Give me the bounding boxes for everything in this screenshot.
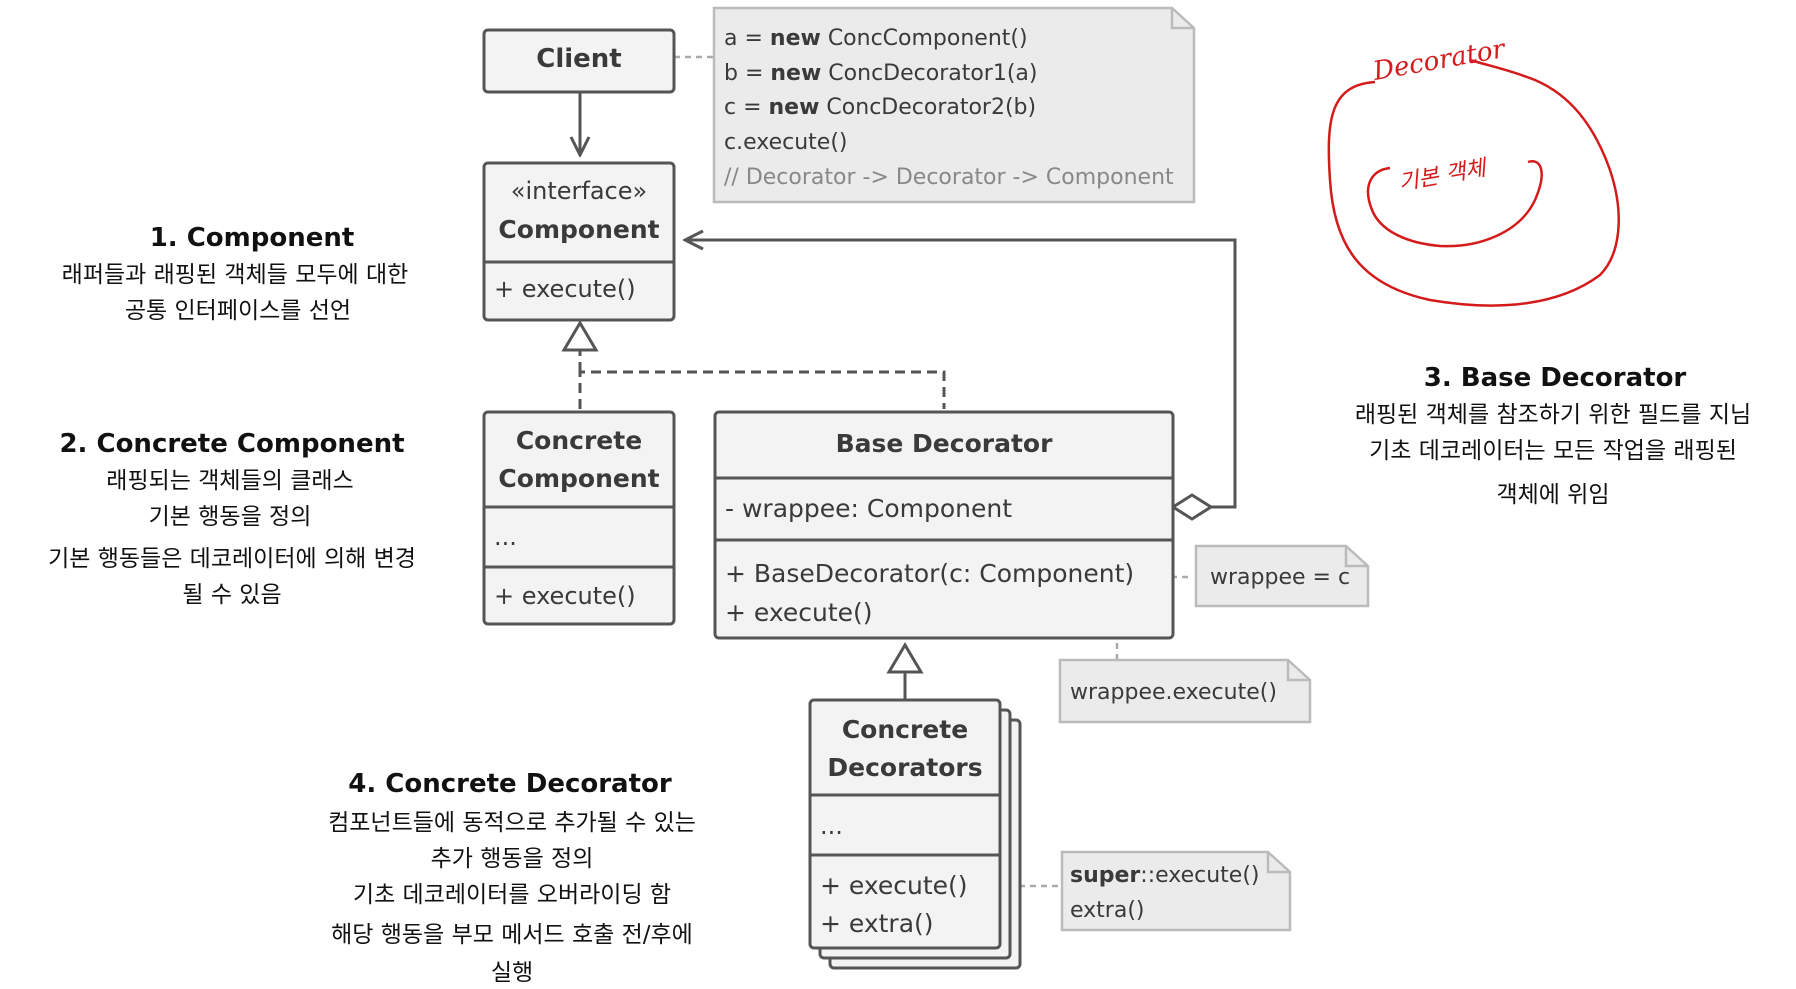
concrete-component-name-2: Component	[498, 464, 659, 493]
annotation-1-line-2: 공통 인터페이스를 선언	[125, 298, 351, 324]
code-line-3: c = new ConcDecorator2(b)	[724, 95, 1036, 120]
concrete-decorators-method-2: + extra()	[820, 909, 934, 938]
code-line-5: // Decorator -> Decorator -> Component	[724, 165, 1174, 190]
annotation-3-title: 3. Base Decorator	[1424, 363, 1687, 393]
component-class: «interface» Component + execute()	[482, 161, 676, 322]
client-class: Client	[482, 28, 676, 94]
handwritten-word-1: Decorator	[1370, 34, 1509, 87]
concrete-component-class: Concrete Component ... + execute()	[482, 410, 676, 626]
annotation-3-line-2: 기초 데코레이터는 모든 작업을 래핑된	[1369, 438, 1737, 464]
annotation-base-decorator: 3. Base Decorator 래핑된 객체를 참조하기 위한 필드를 지님…	[1355, 363, 1751, 508]
concrete-component-fields: ...	[494, 523, 517, 551]
code-line-1: a = new ConcComponent()	[724, 26, 1028, 51]
annotation-2-line-2: 기본 행동을 정의	[149, 504, 312, 530]
code-line-2: b = new ConcDecorator1(a)	[724, 61, 1038, 86]
base-decorator-class: Base Decorator - wrappee: Component + Ba…	[713, 410, 1175, 640]
base-decorator-field: - wrappee: Component	[725, 494, 1012, 523]
concrete-decorators-method-1: + execute()	[820, 871, 968, 900]
component-method: + execute()	[494, 275, 636, 303]
annotation-component: 1. Component 래퍼들과 래핑된 객체들 모두에 대한 공통 인터페이…	[62, 223, 409, 324]
concrete-decorators-fields: ...	[820, 812, 843, 840]
annotation-3-line-1: 래핑된 객체를 참조하기 위한 필드를 지님	[1355, 402, 1751, 428]
super-execute-note: super::execute() extra()	[1060, 850, 1292, 932]
component-name: Component	[498, 215, 659, 244]
annotation-2-line-1: 래핑되는 객체들의 클래스	[106, 468, 353, 494]
wrappee-execute-text: wrappee.execute()	[1070, 680, 1277, 705]
client-name: Client	[536, 44, 621, 74]
base-decorator-name: Base Decorator	[836, 429, 1053, 458]
annotation-4-line-2: 추가 행동을 정의	[431, 846, 594, 872]
base-decorator-constructor: + BaseDecorator(c: Component)	[725, 559, 1134, 588]
wrappee-assign-note: wrappee = c	[1194, 544, 1370, 608]
annotation-3-line-3: 객체에 위임	[1496, 482, 1609, 508]
realization-triangle	[561, 320, 599, 352]
annotation-4-title: 4. Concrete Decorator	[348, 769, 672, 799]
annotation-concrete-component: 2. Concrete Component 래핑되는 객체들의 클래스 기본 행…	[48, 429, 416, 608]
handwritten-word-2: 기본 객체	[1397, 156, 1491, 196]
concrete-decorators-class: Concrete Decorators ... + execute() + ex…	[808, 698, 1022, 970]
client-code-note: a = new ConcComponent() b = new ConcDeco…	[712, 6, 1196, 204]
realization-lines	[578, 348, 946, 409]
concrete-component-name-1: Concrete	[516, 426, 642, 455]
concrete-component-method: + execute()	[494, 582, 636, 610]
component-stereotype: «interface»	[511, 177, 647, 205]
aggregation-line	[685, 240, 1237, 509]
wrappee-assign-text: wrappee = c	[1210, 565, 1350, 590]
annotation-4-line-3: 기초 데코레이터를 오버라이딩 함	[353, 882, 671, 908]
annotation-4-line-5: 실행	[491, 960, 533, 986]
annotation-4-line-1: 컴포넌트들에 동적으로 추가될 수 있는	[328, 810, 696, 836]
handwritten-sketch: Decorator 기본 객체	[1327, 34, 1620, 307]
concrete-decorators-name-2: Decorators	[827, 753, 982, 782]
wrappee-execute-note: wrappee.execute()	[1058, 658, 1312, 724]
annotation-2-title: 2. Concrete Component	[59, 429, 404, 459]
super-execute-text: super::execute()	[1070, 863, 1260, 888]
annotation-4-line-4: 해당 행동을 부모 메서드 호출 전/후에	[331, 922, 693, 948]
extra-call-text: extra()	[1070, 898, 1145, 923]
code-line-4: c.execute()	[724, 130, 847, 155]
inheritance-triangle	[886, 642, 924, 674]
annotation-1-title: 1. Component	[150, 223, 355, 253]
outer-loop-stroke	[1327, 58, 1620, 307]
inner-loop-stroke	[1366, 160, 1543, 248]
aggregation-diamond	[1170, 493, 1214, 521]
annotation-2-line-3: 기본 행동들은 데코레이터에 의해 변경	[48, 546, 416, 572]
annotation-2-line-4: 될 수 있음	[182, 582, 281, 608]
concrete-decorators-name-1: Concrete	[842, 715, 968, 744]
annotation-concrete-decorator: 4. Concrete Decorator 컴포넌트들에 동적으로 추가될 수 …	[328, 769, 696, 986]
annotation-1-line-1: 래퍼들과 래핑된 객체들 모두에 대한	[62, 262, 409, 288]
base-decorator-method: + execute()	[725, 598, 873, 627]
